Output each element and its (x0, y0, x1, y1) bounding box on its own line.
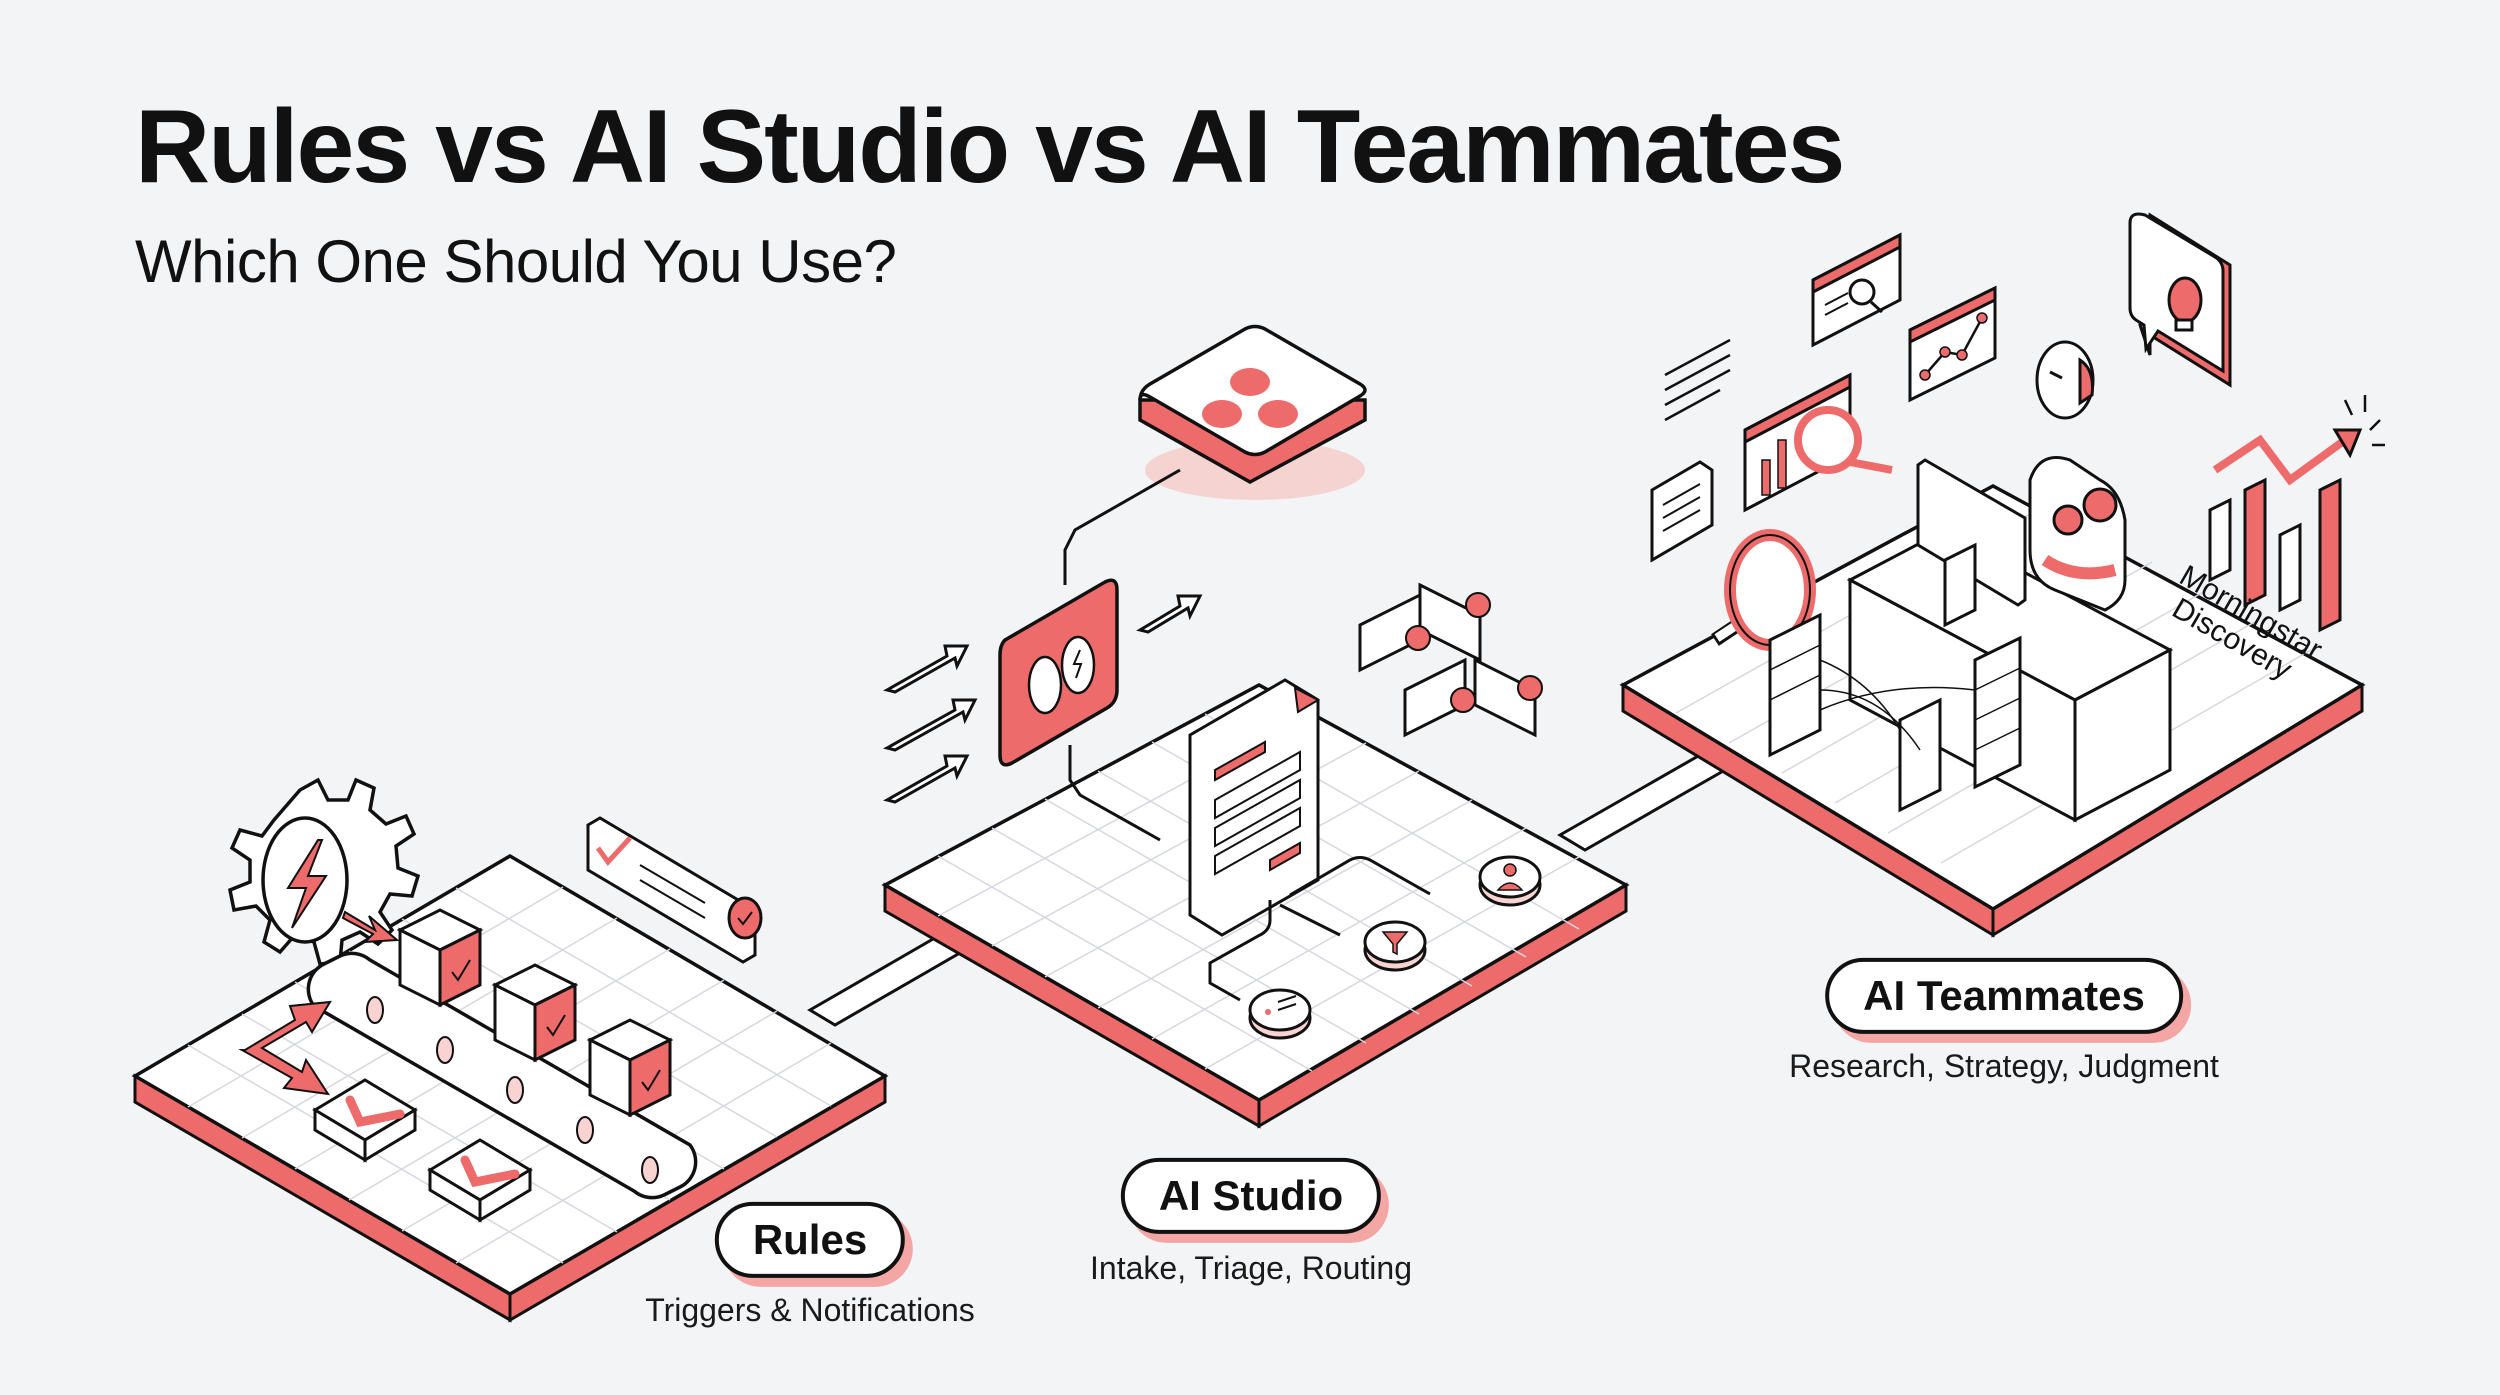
page-title: Rules vs AI Studio vs AI Teammates (135, 89, 1845, 205)
list-node-icon (1248, 988, 1312, 1040)
tier-label-rules[interactable]: Rules (714, 1201, 906, 1279)
connector-line-asana-brain (1063, 468, 1181, 585)
server-stack-icon (1768, 612, 2022, 813)
tier-description-ai-studio: Intake, Triage, Routing (1090, 1250, 1412, 1286)
computer-monitor-icon (1916, 458, 2027, 628)
incoming-arrows-icon (882, 594, 1203, 804)
tier-ai-studio: AI Studio (1120, 1157, 1382, 1235)
notification-check-card-icon (586, 816, 763, 964)
tier-description-rules: Triggers & Notifications (645, 1292, 975, 1328)
connector-studio-teammates (1557, 753, 1728, 852)
route-arrow-brain-form (1068, 745, 1161, 842)
tier-rules: Rules (714, 1201, 906, 1279)
brain-chip-icon (998, 578, 1119, 767)
form-document-icon (1188, 678, 1321, 937)
asana-logo-tile-icon (1138, 324, 1367, 500)
search-window-icon (1811, 232, 1902, 348)
tier-label-ai-studio[interactable]: AI Studio (1120, 1157, 1382, 1235)
checkbox-tile-icon (312, 1078, 533, 1223)
filter-node-icon (1363, 920, 1427, 972)
tier-ai-teammates: AI Teammates (1825, 957, 2183, 1035)
routing-arrows (1208, 856, 1431, 1002)
assignee-node-icon (1478, 855, 1542, 907)
conveyor-belt-icon (306, 951, 698, 1200)
platform-ai-studio (881, 683, 1630, 1129)
tier-label-ai-teammates[interactable]: AI Teammates (1825, 957, 2183, 1035)
email-network-icon (1358, 582, 1543, 738)
text-lines-icon (1664, 338, 1731, 422)
page-subtitle: Which One Should You Use? (135, 228, 897, 295)
split-arrow-icon (238, 1000, 332, 1096)
gear-lightning-icon (227, 777, 421, 966)
robot-at-desk-icon (2028, 340, 2127, 612)
connector-rules-studio (807, 933, 968, 1027)
bar-chart-magnifier-icon (1743, 372, 1893, 513)
lightbulb-speech-icon (2128, 212, 2232, 388)
document-icon (1650, 460, 1714, 563)
growth-bar-chart-icon (2208, 395, 2385, 633)
line-chart-window-icon (1908, 285, 1997, 403)
package-check-icon (396, 908, 674, 1118)
tier-description-ai-teammates: Research, Strategy, Judgment (1789, 1048, 2219, 1084)
magnifier-database-icon (1711, 529, 1816, 651)
